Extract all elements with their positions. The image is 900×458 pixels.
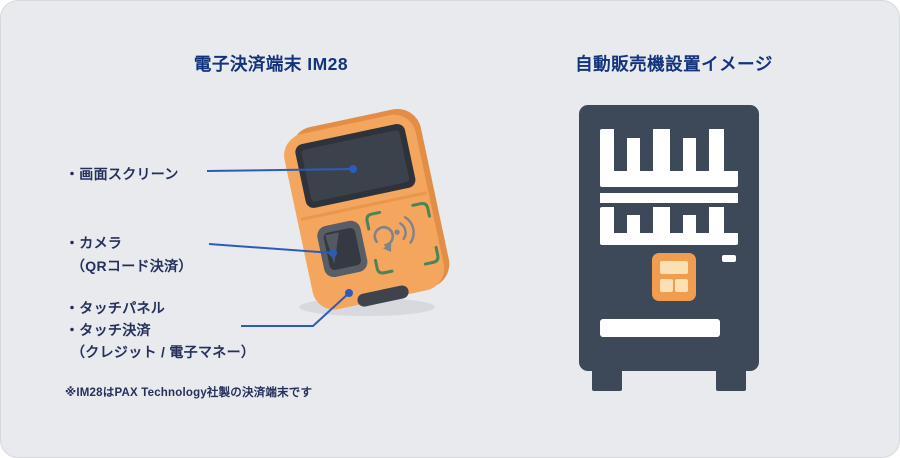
label-touch-sub: （クレジット / 電子マネー）: [71, 344, 256, 360]
corner-brackets-icon: [365, 201, 440, 275]
product-silhouettes-top: [614, 129, 738, 171]
vending-section-title: 自動販売機設置イメージ: [575, 54, 773, 74]
footnote: ※IM28はPAX Technology社製の決済端末です: [65, 387, 313, 399]
terminal-seam: [300, 191, 427, 221]
terminal-camera-window: [323, 227, 362, 270]
vending-machine-illustration: [579, 105, 759, 391]
label-screen: ・画面スクリーン: [65, 166, 179, 182]
contactless-dot: [394, 229, 400, 235]
shelf-band: [600, 193, 738, 203]
label-camera: ・カメラ: [65, 235, 123, 251]
label-touch-pay: ・タッチ決済: [65, 322, 151, 338]
terminal-section-title: 電子決済端末 IM28: [193, 54, 349, 74]
scan-arrow-head: [383, 242, 392, 252]
payment-panel: [652, 253, 696, 301]
product-silhouettes-bottom: [614, 207, 738, 233]
scan-arrow-icon: [373, 225, 395, 247]
coin-slot: [722, 255, 736, 262]
terminal-bottom-slot: [357, 285, 409, 307]
payment-terminal-illustration: [284, 108, 450, 316]
label-touch-panel: ・タッチパネル: [65, 300, 166, 316]
pickup-slot: [600, 319, 720, 337]
contactless-payment-icon: [399, 216, 415, 244]
label-camera-sub: （QRコード決済）: [71, 258, 193, 274]
